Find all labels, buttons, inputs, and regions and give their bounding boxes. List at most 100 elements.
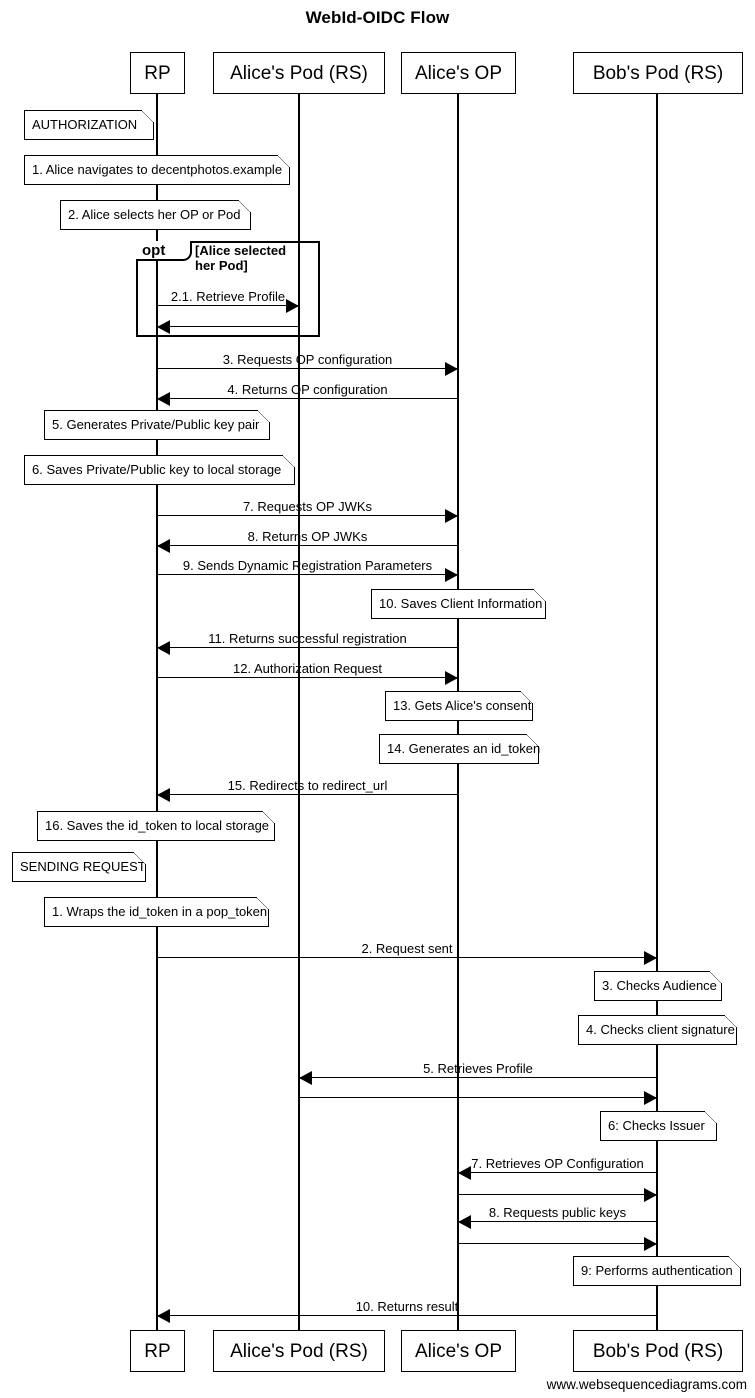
fragment-operator-label: opt bbox=[136, 241, 192, 261]
message-line bbox=[157, 574, 458, 576]
participant-label: Bob's Pod (RS) bbox=[592, 1340, 724, 1362]
message-line bbox=[157, 545, 458, 547]
participant-op-bottom[interactable]: Alice's OP bbox=[401, 1330, 516, 1372]
note: AUTHORIZATION bbox=[24, 109, 155, 140]
message-arrowhead bbox=[445, 508, 458, 523]
note-text: 9: Performs authentication bbox=[581, 1262, 733, 1278]
message-arrowhead bbox=[157, 640, 170, 655]
participant-op-top[interactable]: Alice's OP bbox=[401, 52, 516, 94]
participant-label: Alice's Pod (RS) bbox=[230, 1340, 368, 1362]
message-line bbox=[157, 305, 299, 307]
note-text: 6: Checks Issuer bbox=[608, 1117, 705, 1133]
message-arrowhead bbox=[644, 1236, 657, 1251]
lifeline-rp bbox=[156, 94, 158, 1330]
note: SENDING REQUEST bbox=[12, 851, 147, 882]
message-label: 2.1. Retrieve Profile bbox=[170, 289, 286, 304]
message-line bbox=[157, 794, 458, 796]
message-arrowhead bbox=[157, 787, 170, 802]
message-arrowhead bbox=[157, 1308, 170, 1323]
message-line bbox=[458, 1172, 657, 1174]
message-line bbox=[157, 1315, 657, 1317]
note-text: 3. Checks Audience bbox=[602, 977, 717, 993]
note: 14. Generates an id_token bbox=[379, 733, 541, 764]
message-label: 2. Request sent bbox=[361, 941, 453, 956]
note: 9: Performs authentication bbox=[573, 1255, 742, 1286]
message-label: 8. Returns OP JWKs bbox=[247, 529, 368, 544]
participant-label: Bob's Pod (RS) bbox=[592, 62, 724, 84]
note: 1. Wraps the id_token in a pop_token bbox=[44, 896, 270, 927]
participant-label: RP bbox=[144, 1340, 171, 1362]
note: 5. Generates Private/Public key pair bbox=[44, 409, 271, 440]
note-text: 1. Wraps the id_token in a pop_token bbox=[52, 903, 268, 919]
participant-rp-top[interactable]: RP bbox=[130, 52, 185, 94]
message-line bbox=[157, 368, 458, 370]
message-label: 4. Returns OP configuration bbox=[227, 382, 388, 397]
message-line bbox=[299, 1077, 657, 1079]
message-arrowhead bbox=[157, 319, 170, 334]
participant-label: RP bbox=[144, 62, 171, 84]
message-label: 7. Retrieves OP Configuration bbox=[471, 1156, 644, 1171]
note: 4. Checks client signature bbox=[578, 1014, 738, 1045]
note: 13. Gets Alice's consent bbox=[385, 690, 534, 721]
message-label: 9. Sends Dynamic Registration Parameters bbox=[182, 558, 433, 573]
message-arrowhead bbox=[644, 950, 657, 965]
message-line bbox=[157, 957, 657, 959]
message-arrowhead bbox=[458, 1214, 471, 1229]
message-line bbox=[157, 647, 458, 649]
message-arrowhead bbox=[644, 1187, 657, 1202]
note-text: 13. Gets Alice's consent bbox=[393, 697, 532, 713]
message-label: 3. Requests OP configuration bbox=[222, 352, 393, 367]
note-text: 16. Saves the id_token to local storage bbox=[45, 817, 270, 833]
message-label: 7. Requests OP JWKs bbox=[242, 499, 373, 514]
participant-bobpod-top[interactable]: Bob's Pod (RS) bbox=[573, 52, 743, 94]
page-title: WebId-OIDC Flow bbox=[305, 8, 450, 27]
participant-bobpod-bottom[interactable]: Bob's Pod (RS) bbox=[573, 1330, 743, 1372]
fragment-condition: [Alice selected her Pod] bbox=[195, 243, 287, 273]
message-label: 12. Authorization Request bbox=[233, 661, 382, 676]
participant-pod-bottom[interactable]: Alice's Pod (RS) bbox=[213, 1330, 385, 1372]
message-arrowhead bbox=[445, 567, 458, 582]
note: 3. Checks Audience bbox=[594, 970, 723, 1001]
note-text: 10. Saves Client Information bbox=[379, 595, 543, 611]
participant-pod-top[interactable]: Alice's Pod (RS) bbox=[213, 52, 385, 94]
note: 1. Alice navigates to decentphotos.examp… bbox=[24, 154, 291, 185]
note-text: AUTHORIZATION bbox=[32, 116, 138, 132]
note: 6: Checks Issuer bbox=[600, 1110, 718, 1141]
message-arrowhead bbox=[299, 1070, 312, 1085]
note-text: SENDING REQUEST bbox=[20, 858, 146, 874]
message-line bbox=[458, 1243, 657, 1245]
message-line bbox=[299, 1097, 657, 1099]
lifeline-pod bbox=[298, 94, 300, 1330]
note-text: 2. Alice selects her OP or Pod bbox=[68, 206, 241, 222]
note-text: 14. Generates an id_token bbox=[387, 740, 541, 756]
message-line bbox=[458, 1194, 657, 1196]
message-label: 5. Retrieves Profile bbox=[423, 1061, 533, 1076]
footer-credit: www.websequencediagrams.com bbox=[546, 1377, 747, 1392]
message-line bbox=[458, 1221, 657, 1223]
participant-label: Alice's Pod (RS) bbox=[230, 62, 368, 84]
message-label: 8. Requests public keys bbox=[488, 1205, 627, 1220]
lifeline-bobpod bbox=[656, 94, 658, 1330]
fragment-opt bbox=[136, 241, 320, 337]
message-line bbox=[157, 326, 299, 328]
message-arrowhead bbox=[458, 1165, 471, 1180]
note-text: 5. Generates Private/Public key pair bbox=[52, 416, 260, 432]
message-arrowhead bbox=[157, 538, 170, 553]
message-arrowhead bbox=[445, 670, 458, 685]
message-label: 15. Redirects to redirect_url bbox=[227, 778, 388, 793]
note: 2. Alice selects her OP or Pod bbox=[60, 199, 252, 230]
message-line bbox=[157, 677, 458, 679]
message-line bbox=[157, 398, 458, 400]
message-arrowhead bbox=[445, 361, 458, 376]
participant-rp-bottom[interactable]: RP bbox=[130, 1330, 185, 1372]
message-arrowhead bbox=[644, 1090, 657, 1105]
note-text: 4. Checks client signature bbox=[586, 1021, 735, 1037]
message-label: 11. Returns successful registration bbox=[208, 631, 407, 646]
note: 16. Saves the id_token to local storage bbox=[37, 810, 276, 841]
note-text: 6. Saves Private/Public key to local sto… bbox=[32, 461, 282, 477]
message-line bbox=[157, 515, 458, 517]
note: 10. Saves Client Information bbox=[371, 588, 547, 619]
participant-label: Alice's OP bbox=[414, 62, 503, 84]
message-label: 10. Returns result bbox=[355, 1299, 459, 1314]
